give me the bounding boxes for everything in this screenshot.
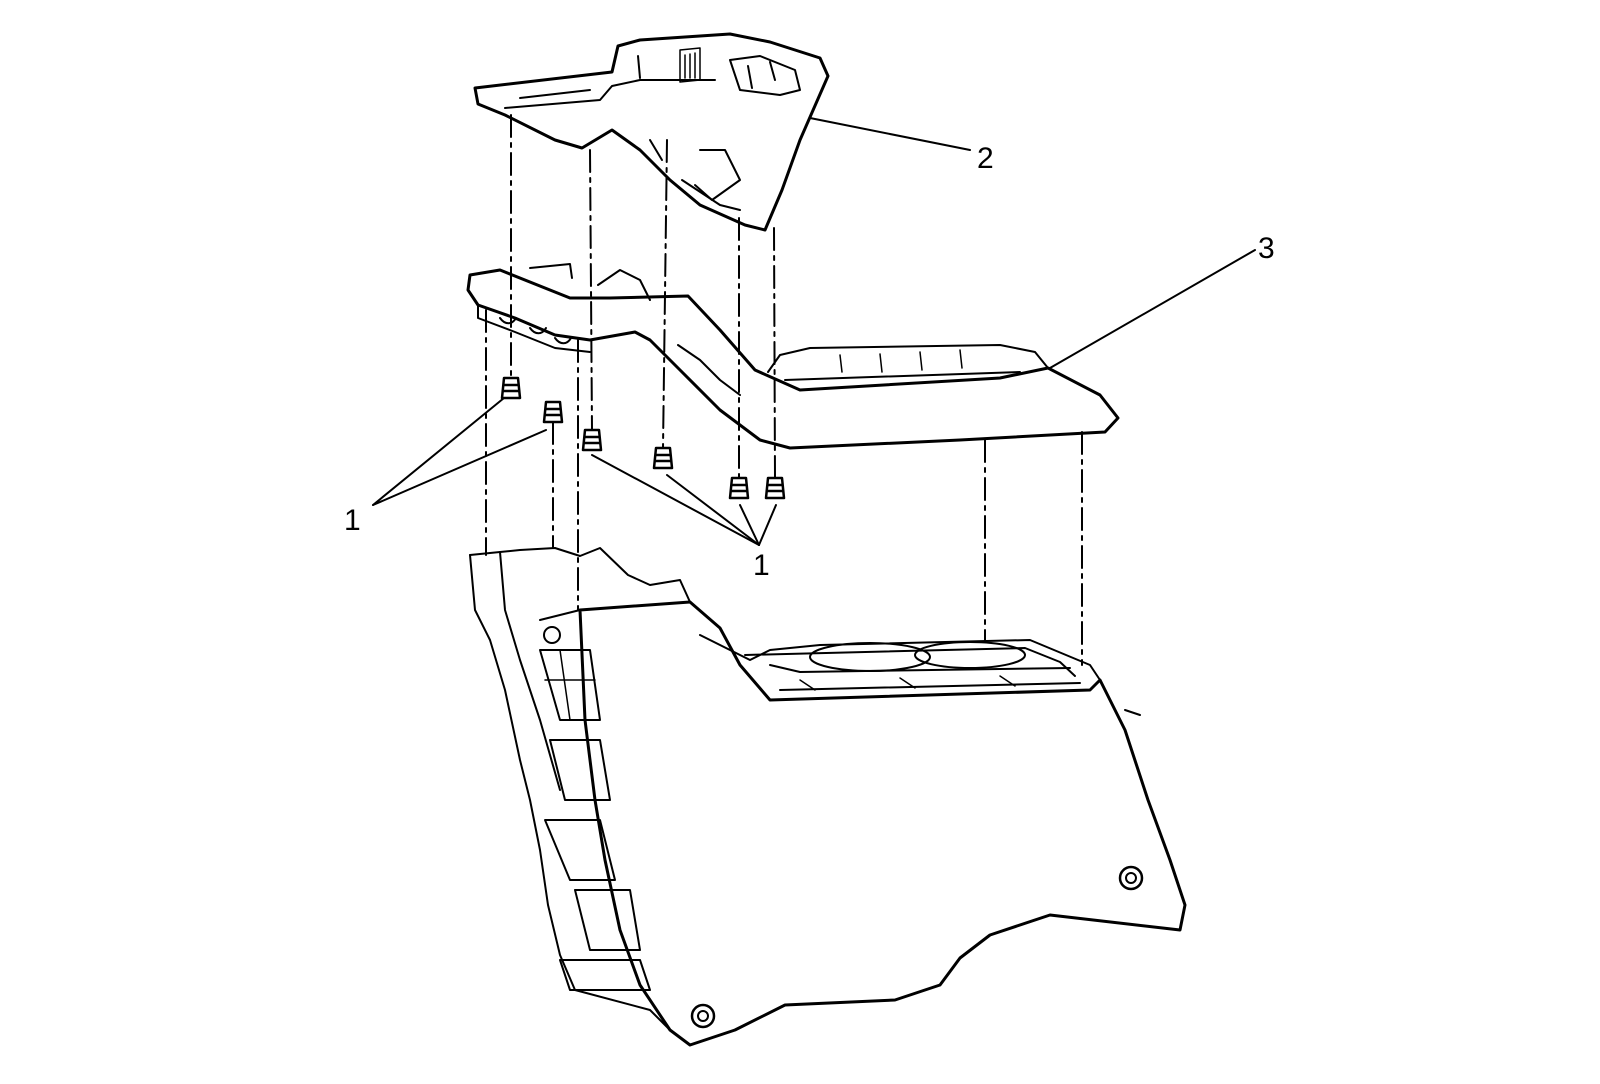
console-trim-plate (466, 263, 1120, 450)
lower-console-body (469, 547, 1187, 1047)
fasteners (500, 376, 786, 500)
fastener-1c (581, 428, 603, 452)
leader-3 (1049, 249, 1256, 369)
leader-lines (372, 117, 1256, 546)
upper-trim-bezel (473, 32, 830, 232)
leader-1-left-b (372, 429, 547, 506)
leader-1-right-c (739, 504, 760, 546)
leader-1-right-b (666, 474, 760, 546)
fastener-1d (652, 446, 674, 470)
alignment-lines (485, 114, 1083, 666)
callout-2: 2 (977, 142, 994, 175)
fastener-1b (542, 400, 564, 424)
callout-1-right: 1 (753, 549, 770, 582)
fastener-1a (500, 376, 522, 400)
callout-1-left: 1 (344, 504, 361, 537)
fastener-1e (728, 476, 750, 500)
leader-2 (809, 117, 971, 151)
fastener-1f (764, 476, 786, 500)
leader-1-right-d (758, 504, 777, 546)
leader-1-left-a (372, 397, 505, 506)
leader-1-right-a (591, 454, 760, 546)
callout-3: 3 (1258, 232, 1275, 265)
